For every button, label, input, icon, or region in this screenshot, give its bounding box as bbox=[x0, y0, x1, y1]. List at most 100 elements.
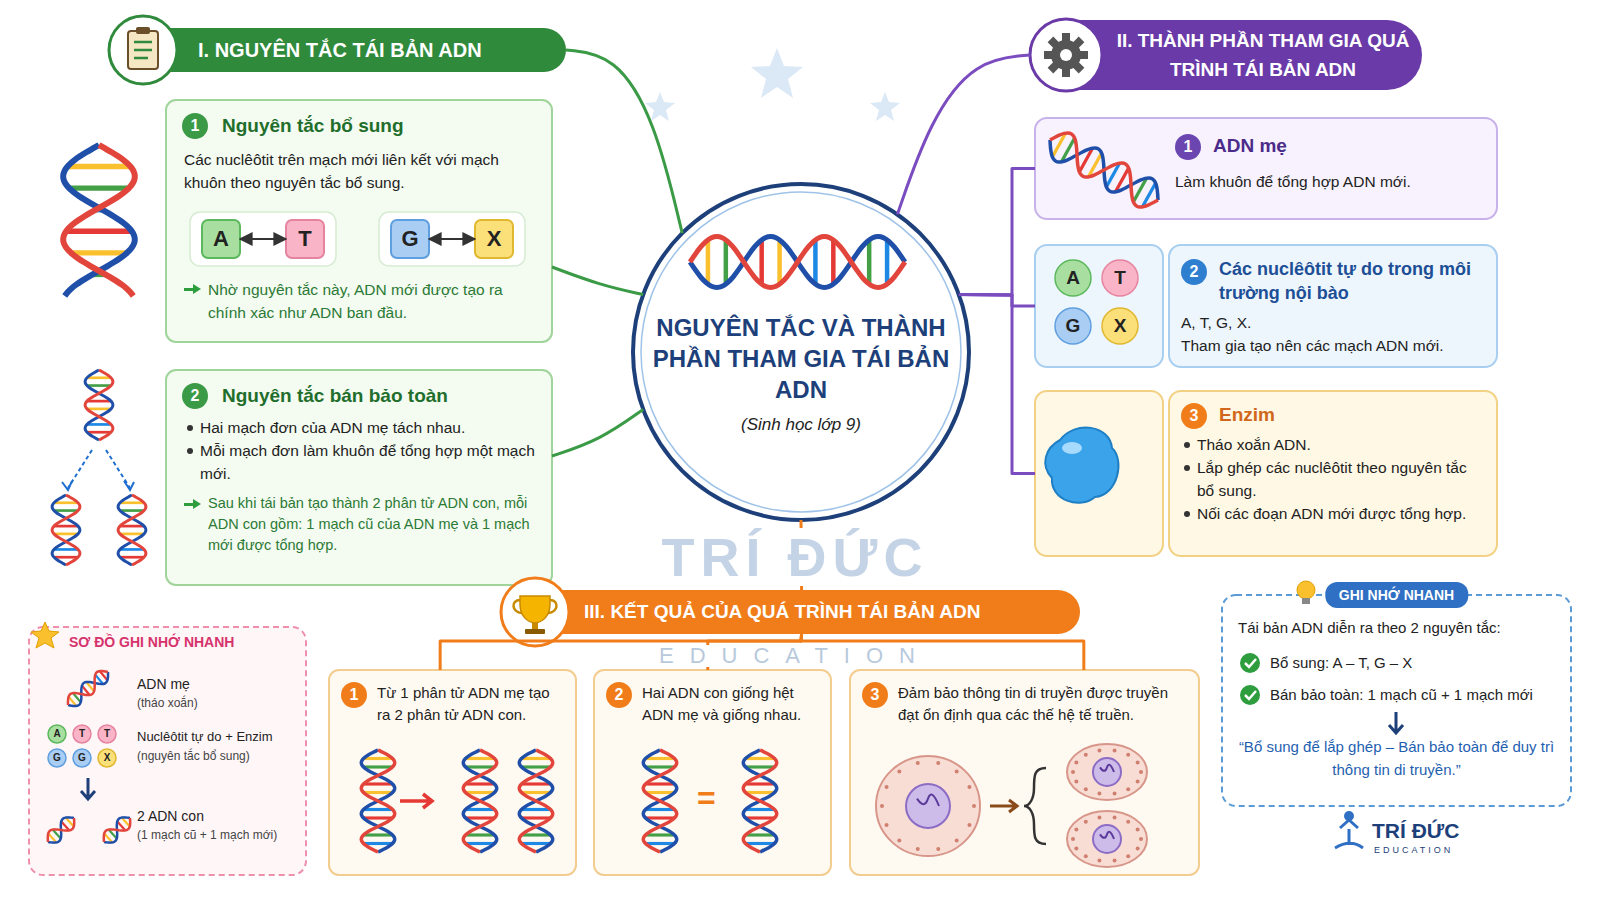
node-shape bbox=[1030, 20, 1422, 90]
body-text: Hai ADN con giống hệt ADN mẹ và giống nh… bbox=[642, 682, 821, 726]
path-graphic bbox=[81, 778, 95, 799]
path-graphic bbox=[63, 145, 135, 296]
circle-graphic bbox=[967, 823, 971, 827]
letter: T bbox=[1102, 260, 1138, 296]
principle-box: 2Nguyên tắc bán bảo toànHai mạch đơn của… bbox=[166, 370, 552, 585]
logo-subtitle: EDUCATION bbox=[1374, 845, 1453, 856]
g-graphic bbox=[99, 813, 134, 847]
g-graphic bbox=[643, 750, 676, 852]
component-box-shape bbox=[1035, 391, 1163, 556]
line-graphic bbox=[120, 509, 144, 512]
node-shape bbox=[73, 725, 91, 743]
box-heading: Các nuclêôtit tự do trong môi trường nội… bbox=[1219, 257, 1483, 305]
letter: G bbox=[391, 220, 429, 258]
circle-graphic bbox=[1344, 811, 1354, 821]
principle-box: 1Nguyên tắc bổ sungCác nuclêôtit trên mạ… bbox=[166, 100, 552, 342]
ellipse-graphic bbox=[876, 756, 980, 856]
g-graphic bbox=[134, 42, 152, 58]
letter-tile: G bbox=[391, 220, 429, 258]
line-graphic bbox=[87, 376, 111, 379]
circle-graphic bbox=[916, 847, 920, 851]
callout-number: 2 bbox=[606, 682, 632, 708]
component-box: 3EnzimTháo xoắn ADN.Lắp ghép các nuclêôt… bbox=[1035, 391, 1497, 556]
g-graphic bbox=[690, 236, 905, 287]
result-box: 3Đảm bảo thông tin di truyền được truyền… bbox=[850, 670, 1199, 875]
path-graphic bbox=[1024, 768, 1046, 844]
body-text: Tham gia tạo nên các mạch ADN mới. bbox=[1181, 334, 1483, 357]
inner-ring bbox=[641, 192, 961, 512]
circle-graphic bbox=[936, 761, 940, 765]
connector bbox=[429, 238, 475, 240]
note-box-shape bbox=[1222, 595, 1571, 806]
callout-number: 2 bbox=[1181, 259, 1207, 285]
line-graphic bbox=[777, 239, 782, 284]
letter-tile-shape bbox=[391, 220, 429, 258]
g-graphic bbox=[43, 813, 78, 847]
path-graphic bbox=[463, 750, 496, 852]
nucleotide-circle: G bbox=[48, 749, 66, 767]
conclusion-text: Nhờ nguyên tắc này, ADN mới được tạo ra … bbox=[184, 278, 538, 324]
conclusion-text: Sau khi tái bản tạo thành 2 phân tử ADN … bbox=[184, 493, 538, 556]
note-box: GHI NHỚ NHANHTái bản ADN diễn ra theo 2 … bbox=[1222, 595, 1571, 806]
node-shape bbox=[475, 220, 513, 258]
central-topic: NGUYÊN TẮC VÀ THÀNH PHẦN THAM GIA TÁI BẢ… bbox=[641, 184, 961, 520]
logo-name: TRÍ ĐỨC bbox=[1372, 819, 1459, 843]
connector bbox=[959, 169, 1035, 296]
nucleotide-circle-shape bbox=[1102, 260, 1138, 296]
line-graphic bbox=[120, 501, 144, 504]
watermark: EDUCATION bbox=[655, 645, 935, 667]
memo-label: 2 ADN con bbox=[137, 807, 204, 825]
path-graphic bbox=[690, 236, 905, 287]
node-shape bbox=[1035, 245, 1497, 367]
node-shape bbox=[286, 220, 324, 258]
circle-graphic bbox=[1097, 791, 1101, 795]
node-shape bbox=[29, 627, 306, 875]
callout-number: 1 bbox=[341, 682, 367, 708]
node-shape bbox=[1035, 118, 1497, 219]
principle-box-shape bbox=[166, 370, 552, 585]
node-shape bbox=[329, 670, 576, 875]
connector bbox=[897, 55, 1030, 214]
bullet-text: Nối các đoạn ADN mới được tổng hợp. bbox=[1181, 502, 1483, 525]
letter: A bbox=[48, 725, 66, 743]
rect-graphic bbox=[1302, 598, 1310, 604]
line-graphic bbox=[71, 250, 127, 255]
result-box-shape bbox=[329, 670, 576, 875]
section-title: III. KẾT QUẢ CỦA QUÁ TRÌNH TÁI BẢN ADN bbox=[584, 590, 1070, 634]
circle-graphic bbox=[1126, 787, 1130, 791]
path-graphic bbox=[1042, 126, 1165, 214]
circle-graphic bbox=[1074, 760, 1078, 764]
component-box-shape bbox=[1035, 118, 1497, 219]
node-shape bbox=[73, 749, 91, 767]
path-graphic bbox=[990, 800, 1017, 812]
path-graphic bbox=[68, 450, 130, 488]
node-shape bbox=[1035, 391, 1497, 556]
result-box: 1Từ 1 phân tử ADN mẹ tạo ra 2 phân tử AD… bbox=[329, 670, 576, 875]
node-shape bbox=[850, 670, 1199, 875]
note-line: Bổ sung: A – T, G – X bbox=[1270, 652, 1412, 674]
circle-graphic bbox=[1084, 820, 1088, 824]
section-title: II. THÀNH PHẦN THAM GIA QUÁ TRÌNH TÁI BẢ… bbox=[1114, 26, 1412, 84]
g-graphic bbox=[118, 495, 146, 565]
rect-graphic bbox=[525, 629, 545, 634]
path-graphic bbox=[513, 600, 556, 613]
letter: A bbox=[1055, 260, 1091, 296]
bullet-text: Lắp ghép các nuclêôtit theo nguyên tắc b… bbox=[1181, 456, 1483, 502]
circle-graphic bbox=[1113, 749, 1117, 753]
ellipse-graphic bbox=[1067, 744, 1147, 800]
callout-number: 1 bbox=[182, 113, 208, 139]
path-graphic bbox=[361, 750, 394, 852]
g-graphic bbox=[645, 48, 900, 121]
line-graphic bbox=[759, 239, 764, 284]
memo-note: (tháo xoắn) bbox=[137, 695, 198, 711]
letter-tile-shape bbox=[475, 220, 513, 258]
body-text: A, T, G, X. bbox=[1181, 311, 1483, 334]
line-graphic bbox=[69, 185, 129, 190]
circle-graphic bbox=[885, 823, 889, 827]
path-graphic bbox=[43, 813, 78, 847]
line-graphic bbox=[885, 239, 890, 284]
letter: T bbox=[98, 725, 116, 743]
circle-graphic bbox=[1126, 820, 1130, 824]
circle-graphic bbox=[1084, 753, 1088, 757]
line-graphic bbox=[120, 548, 144, 551]
